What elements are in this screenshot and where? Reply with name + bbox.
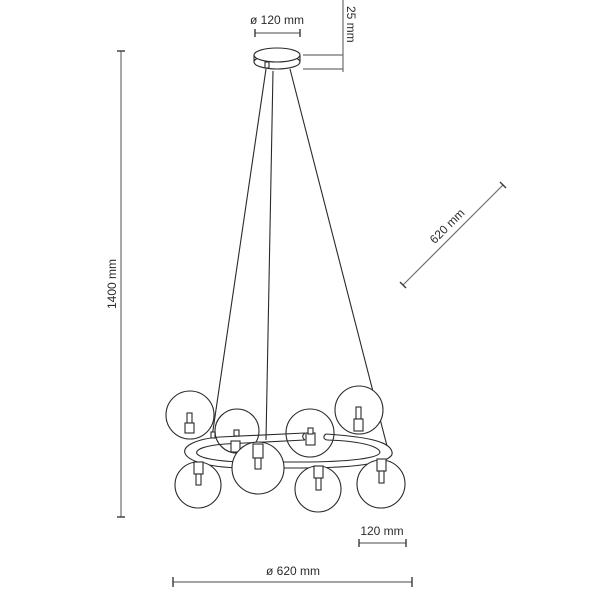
total-height-dimension: 1400 mm (105, 50, 125, 518)
canopy-diameter-dimension: ø 120 mm (250, 13, 304, 37)
globes-front (174, 441, 406, 513)
globe (356, 458, 406, 509)
globes-back (165, 385, 384, 458)
globe-diameter-dimension: 120 mm (358, 524, 407, 547)
ring-diameter-label: ø 620 mm (266, 564, 320, 578)
ring (184, 427, 393, 469)
canopy-diameter-label: ø 120 mm (250, 13, 304, 27)
ring-diameter-dimension: ø 620 mm (172, 564, 413, 587)
total-height-label: 1400 mm (105, 259, 119, 309)
depth-dimension: 620 mm (399, 181, 507, 289)
globe (231, 441, 285, 495)
canopy-height-dimension: 25 mm (303, 0, 358, 72)
canopy (253, 47, 301, 70)
canopy-height-label: 25 mm (344, 6, 358, 43)
suspension-cables (211, 68, 388, 447)
globe (214, 408, 260, 454)
globe (165, 390, 215, 440)
globe (334, 385, 384, 435)
globe (294, 465, 342, 513)
globe (174, 461, 222, 509)
globe-diameter-label: 120 mm (360, 524, 403, 538)
